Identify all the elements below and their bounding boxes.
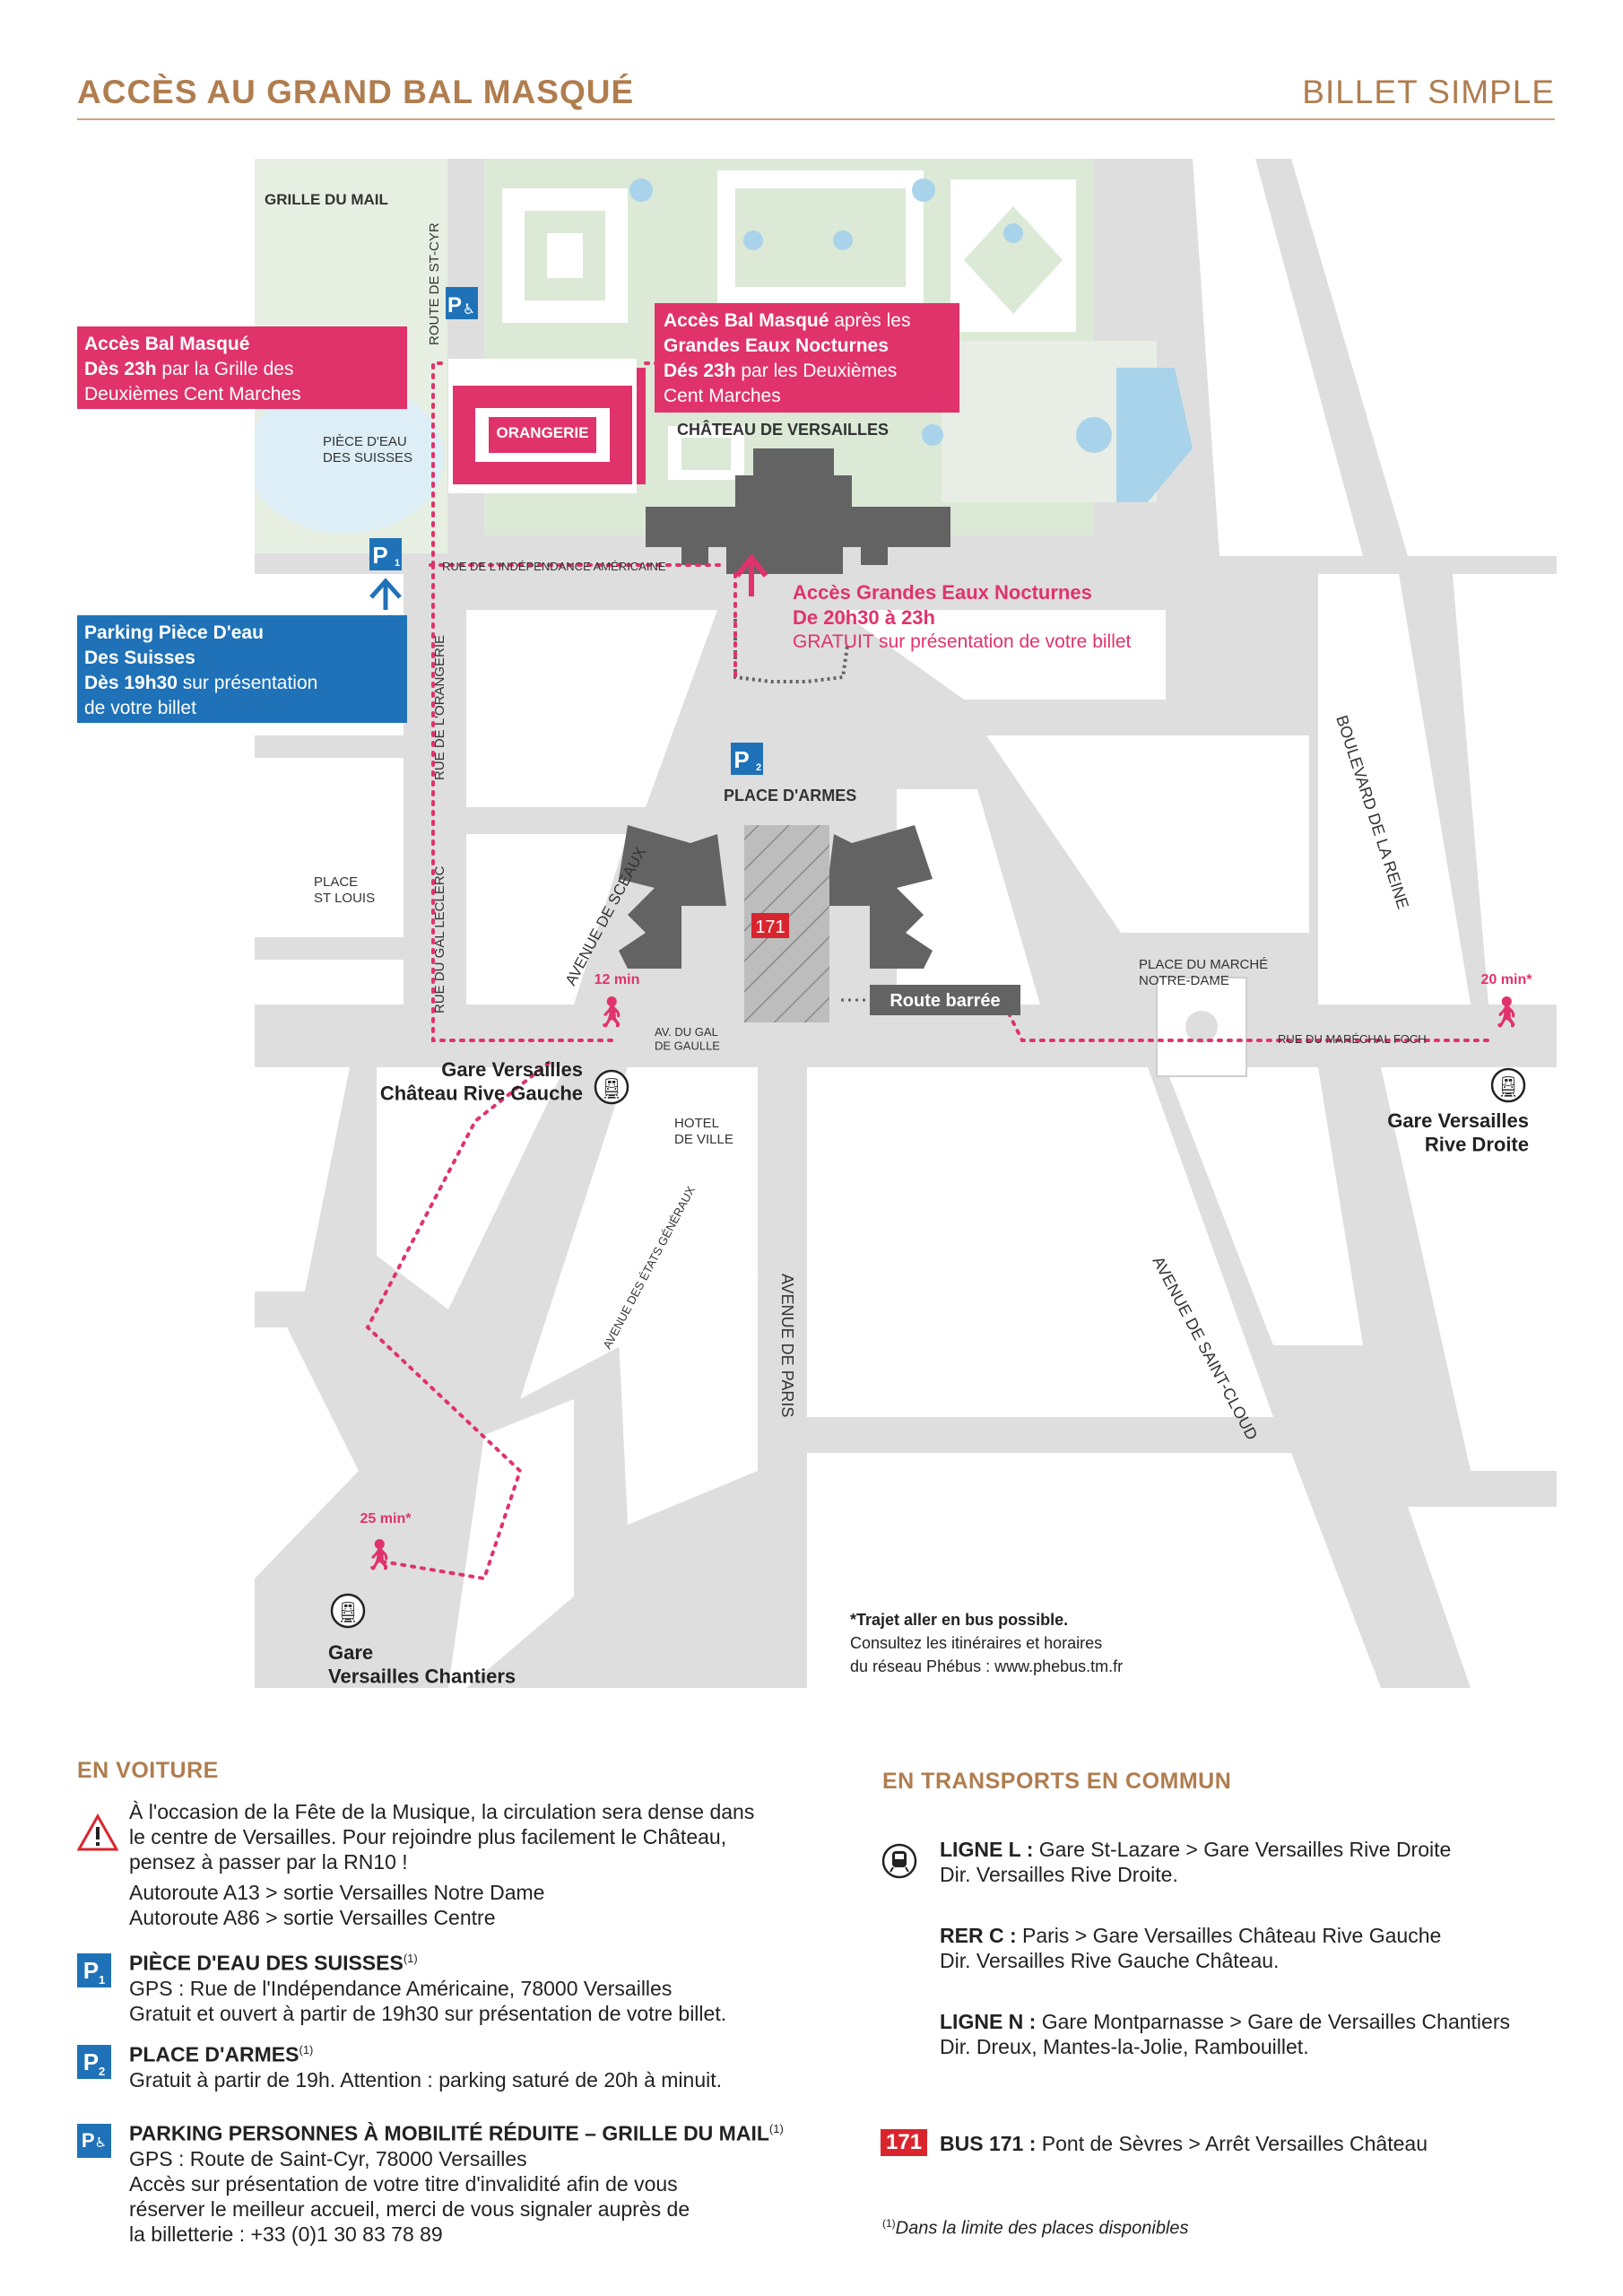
label-rue-foch: RUE DU MARÉCHAL FOCH (1278, 1032, 1427, 1046)
label-place-armes: PLACE D'ARMES (724, 787, 856, 804)
p1-label: P (372, 542, 387, 569)
svg-text:P: P (447, 293, 462, 317)
svg-text:Des Suisses: Des Suisses (84, 648, 195, 668)
svg-text:🚆︎: 🚆︎ (335, 1601, 360, 1623)
svg-text:Accès Bal Masqué: Accès Bal Masqué (84, 334, 249, 354)
train-icon (330, 1593, 366, 1629)
walker-icon: 🚶︎ (360, 1538, 398, 1572)
section-voiture-heading: EN VOITURE (77, 1758, 219, 1783)
piece-deau-basin (255, 381, 444, 534)
label-rue-independance: RUE DE L'INDÉPENDANCE AMÉRICAINE (442, 560, 666, 573)
section-transports-heading: EN TRANSPORTS EN COMMUN (882, 1769, 1232, 1794)
svg-text:du réseau Phébus : www.phebus.: du réseau Phébus : www.phebus.tm.fr (850, 1657, 1123, 1675)
ticket-type: BILLET SIMPLE (1302, 74, 1555, 110)
motorway-routes: Autoroute A13 > sortie Versailles Notre … (129, 1881, 545, 1929)
bus-171-marker (751, 913, 789, 938)
route-barree-badge (870, 985, 1020, 1015)
page-title: ACCÈS AU GRAND BAL MASQUÉ (77, 74, 635, 110)
svg-text:Grandes Eaux Nocturnes: Grandes Eaux Nocturnes (664, 335, 889, 356)
route-barree-label: Route barrée (890, 991, 1000, 1011)
svg-text:Consultez les itinéraires et h: Consultez les itinéraires et horaires (850, 1634, 1102, 1652)
p2-info: PLACE D'ARMES(1) Gratuit à partir de 19h… (129, 2042, 723, 2092)
train-icon (881, 1843, 917, 1879)
train-icon (1490, 1067, 1526, 1103)
parking-arrow (369, 578, 402, 610)
pmr-parking-icon (446, 287, 478, 319)
access-map: GRILLE DU MAIL ROUTE DE ST-CYR ORANGERIE… (77, 159, 1557, 1688)
train-icons: 🚆︎ 🚆︎ 🚆︎ (330, 1067, 1526, 1629)
label-route-st-cyr: ROUTE DE ST-CYR (427, 222, 442, 345)
svg-text:Dès 23h par la Grille des: Dès 23h par la Grille des (84, 359, 293, 379)
svg-text:Accès Grandes Eaux Nocturnes: Accès Grandes Eaux Nocturnes (793, 581, 1092, 604)
p1-marker (369, 538, 402, 570)
svg-text:Dès 19h30 sur présentation: Dès 19h30 sur présentation (84, 673, 317, 693)
svg-text:♿: ♿ (463, 302, 475, 317)
rer-c-info: RER C : Paris > Gare Versailles Château … (940, 1924, 1442, 1972)
walker-icon: 🚶︎ (592, 996, 630, 1030)
orangerie-building (448, 359, 646, 493)
label-rue-orangerie: RUE DE L'ORANGERIE (432, 635, 447, 780)
bus-171-map-label: 171 (755, 918, 785, 937)
svg-text:GRATUIT sur présentation de vo: GRATUIT sur présentation de votre billet (793, 631, 1132, 652)
label-chateau: CHÂTEAU DE VERSAILLES (677, 420, 889, 439)
time-rive-droite: 20 min* (1481, 972, 1533, 987)
pmr-info: PARKING PERSONNES À MOBILITÉ RÉDUITE – G… (129, 2121, 784, 2246)
ligne-n-info: LIGNE N : Gare Montparnasse > Gare de Ve… (940, 2010, 1510, 2058)
svg-text:🚆︎: 🚆︎ (1496, 1075, 1521, 1098)
callout-bal-left (77, 326, 407, 409)
svg-text:2: 2 (756, 762, 761, 773)
p1-badge: P1 (77, 1953, 111, 1987)
label-rue-leclerc: RUE DU GAL LECLERC (432, 865, 447, 1013)
label-grille-du-mail: GRILLE DU MAIL (265, 191, 388, 208)
ecuries-buildings (619, 825, 933, 969)
bus-171-info: BUS 171 : Pont de Sèvres > Arrêt Versail… (940, 2132, 1428, 2155)
p2-marker (731, 743, 763, 775)
callout-parking (77, 615, 407, 723)
warning-icon (77, 1813, 118, 1851)
city-blocks (255, 159, 1557, 1688)
ligne-l-info: LIGNE L : Gare St-Lazare > Gare Versaill… (940, 1838, 1452, 1886)
svg-text:Deuxièmes Cent Marches: Deuxièmes Cent Marches (84, 384, 301, 404)
svg-text:Accès Bal Masqué après les: Accès Bal Masqué après les (664, 310, 910, 331)
p2-label: P (733, 746, 749, 773)
pmr-badge: P♿ (77, 2124, 111, 2158)
walking-icons: 12 min 🚶︎ 20 min* 🚶︎ 25 min* 🚶︎ (360, 972, 1532, 1572)
callout-eaux: Accès Grandes Eaux Nocturnes De 20h30 à … (793, 581, 1132, 652)
train-icon (594, 1069, 629, 1105)
svg-text:Cent Marches: Cent Marches (664, 386, 781, 406)
svg-text:Parking Pièce D'eau: Parking Pièce D'eau (84, 622, 264, 643)
chateau-building (646, 448, 950, 574)
svg-text:Dés 23h par les Deuxièmes: Dés 23h par les Deuxièmes (664, 361, 897, 381)
bus-note-box (843, 1605, 1184, 1679)
bus-171-badge: 171 (881, 2129, 928, 2156)
svg-text:De 20h30 à 23h: De 20h30 à 23h (793, 606, 935, 629)
svg-text:🚆︎: 🚆︎ (599, 1077, 624, 1100)
svg-text:de votre billet: de votre billet (84, 698, 196, 718)
bus-note: *Trajet aller en bus possible. Consultez… (850, 1611, 1123, 1675)
callout-bal-center (655, 303, 959, 413)
page-header: ACCÈS AU GRAND BAL MASQUÉ BILLET SIMPLE (77, 72, 1555, 120)
warning-text: À l'occasion de la Fête de la Musique, l… (129, 1800, 755, 1874)
svg-text:*Trajet aller en bus possible.: *Trajet aller en bus possible. (850, 1611, 1068, 1629)
eaux-arrow (734, 553, 768, 596)
label-orangerie: ORANGERIE (497, 424, 589, 441)
p2-badge: P2 (77, 2045, 111, 2079)
time-rive-gauche: 12 min (595, 972, 640, 987)
svg-text:1: 1 (395, 558, 400, 569)
time-chantiers: 25 min* (360, 1511, 412, 1526)
p1-info: PIÈCE D'EAU DES SUISSES(1) GPS : Rue de … (129, 1951, 727, 2025)
label-av-paris: AVENUE DE PARIS (778, 1274, 796, 1417)
walker-icon: 🚶︎ (1487, 996, 1525, 1030)
footnote: (1)Dans la limite des places disponibles (882, 2217, 1189, 2239)
